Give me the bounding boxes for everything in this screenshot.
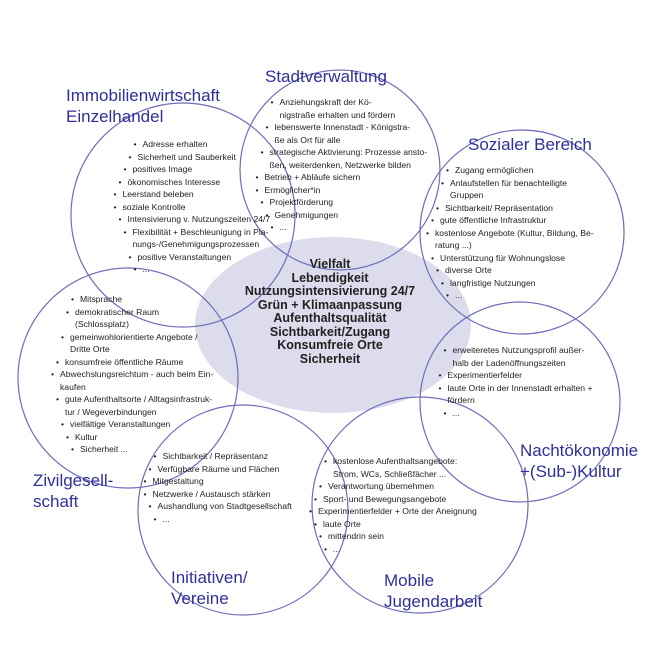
list-item: laute Orte in der Innenstadt erhalten + … bbox=[438, 382, 593, 407]
center-value: Vielfalt bbox=[309, 257, 351, 271]
center-value: Sicherheit bbox=[299, 351, 361, 366]
list-item: Zugang ermöglichen bbox=[445, 164, 594, 177]
circle-zivil bbox=[17, 267, 239, 489]
title-initiativen: Initiativen/ Vereine bbox=[171, 568, 248, 608]
center-value: Aufenthaltsqualität bbox=[273, 311, 387, 325]
list-item: Genehmigungen bbox=[265, 209, 428, 222]
list-item: Experimentierfelder + Orte der Aneignung bbox=[308, 505, 477, 518]
list-item: ökonomisches Interesse bbox=[118, 176, 271, 189]
title-sozial: Sozialer Bereich bbox=[468, 135, 592, 154]
list-item: Ermöglicher*in bbox=[255, 184, 428, 197]
list-item: demokratischer Raum (Schlossplatz) bbox=[65, 306, 213, 331]
list-item: Sichtbarkeit/ Repräsentation bbox=[435, 202, 594, 215]
center-value: Grün + Klimaanpassung bbox=[257, 297, 403, 312]
title-stadtverwaltung: Stadtverwaltung bbox=[265, 67, 387, 86]
title-nacht: Nachtökonomie +(Sub-)Kultur bbox=[520, 441, 639, 481]
list-stadtverwaltung: Anziehungskraft der Kö- nigstraße erhalt… bbox=[252, 96, 427, 234]
circle-nacht bbox=[419, 301, 621, 503]
list-item: konsumfreie öffentliche Räume bbox=[55, 356, 213, 369]
list-item: Anlaufstellen für benachteiligte Gruppen bbox=[440, 177, 594, 202]
list-item: Intensivierung v. Nutzungszeiten 24/7 bbox=[118, 213, 270, 226]
list-item: positives Image bbox=[123, 163, 271, 176]
list-item: Projektförderung bbox=[260, 196, 428, 209]
list-item: Anziehungskraft der Kö- nigstraße erhalt… bbox=[270, 96, 428, 121]
title-immobilien: Immobilienwirtschaft Einzelhandel bbox=[66, 86, 220, 126]
list-item: Mitsprache bbox=[70, 293, 213, 306]
list-item: gemeinwohlorientierte Angebote / Dritte … bbox=[60, 331, 213, 356]
list-item: Betrieb + Abläufe sichern bbox=[255, 171, 428, 184]
list-item: ... bbox=[270, 221, 428, 234]
center-value: Lebendigkeit bbox=[291, 270, 369, 285]
list-item: gute Aufenthaltsorte / Alltagsinfrastruk… bbox=[55, 393, 213, 418]
list-sozial: Zugang ermöglichenAnlaufstellen für bena… bbox=[425, 164, 594, 302]
list-nacht: erweiteretes Nutzungsprofil außer- halb … bbox=[435, 344, 593, 419]
list-item: ... bbox=[133, 263, 271, 276]
list-item: strategische Aktivierung: Prozesse ansto… bbox=[260, 146, 427, 171]
list-item: Verantwortung übernehmen bbox=[318, 480, 477, 493]
center-value: Sichtbarkeit/Zugang bbox=[269, 324, 391, 339]
list-zivil: Mitsprachedemokratischer Raum (Schlosspl… bbox=[50, 293, 213, 456]
center-value: Konsumfreie Orte bbox=[277, 338, 383, 352]
list-mobile: kostenlose Aufenthaltsangebote: Strom, W… bbox=[308, 455, 477, 555]
list-item: Kultur bbox=[65, 431, 213, 444]
list-item: diverse Orte bbox=[435, 264, 594, 277]
list-item: vielfältige Veranstaltungen bbox=[60, 418, 213, 431]
list-item: Sicherheit ... bbox=[70, 443, 213, 456]
center-value: Nutzungsintensivierung 24/7 bbox=[244, 284, 416, 298]
list-item: lebenswerte Innenstadt - Königstra- ße a… bbox=[265, 121, 428, 146]
list-item: ... bbox=[445, 289, 594, 302]
list-item: Leerstand beleben bbox=[113, 188, 271, 201]
list-item: Netzwerke / Austausch stärken bbox=[143, 488, 292, 501]
list-item: mittendrin sein bbox=[318, 530, 477, 543]
title-zivil: Zivilgesell- schaft bbox=[33, 471, 114, 511]
list-item: erweiteretes Nutzungsprofil außer- halb … bbox=[443, 344, 593, 369]
list-item: kostenlose Angebote (Kultur, Bildung, Be… bbox=[425, 227, 594, 252]
list-item: gute öffentliche Infrastruktur bbox=[430, 214, 594, 227]
list-item: soziale Kontrolle bbox=[113, 201, 271, 214]
list-initiativen: Sichtbarkeit / RepräsentanzVerfügbare Rä… bbox=[140, 450, 292, 525]
center-values: Vielfalt Lebendigkeit Nutzungsintensivie… bbox=[215, 257, 445, 366]
list-item: langfristige Nutzungen bbox=[440, 277, 594, 290]
list-item: Mitgestaltung bbox=[143, 475, 292, 488]
list-item: Unterstützung für Wohnungslose bbox=[430, 252, 594, 265]
list-item: Adresse erhalten bbox=[133, 138, 271, 151]
list-item: laute Orte bbox=[313, 518, 477, 531]
list-item: Flexibilität + Beschleunigung in Pla- nu… bbox=[123, 226, 271, 251]
list-item: Verfügbare Räume und Flächen bbox=[148, 463, 292, 476]
title-mobile: Mobile Jugendarbeit bbox=[384, 571, 483, 611]
list-immobilien: Adresse erhaltenSicherheit und Sauberkei… bbox=[110, 138, 270, 276]
list-item: kostenlose Aufenthaltsangebote: Strom, W… bbox=[323, 455, 477, 480]
list-item: ... bbox=[153, 513, 292, 526]
center-ellipse bbox=[195, 237, 471, 413]
list-item: Aushandlung von Stadtgesellschaft bbox=[148, 500, 292, 513]
list-item: positive Veranstaltungen bbox=[128, 251, 271, 264]
list-item: ... bbox=[443, 407, 593, 420]
list-item: Sicherheit und Sauberkeit bbox=[128, 151, 271, 164]
list-item: Sichtbarkeit / Repräsentanz bbox=[153, 450, 292, 463]
list-item: Experimentierfelder bbox=[438, 369, 593, 382]
list-item: ... bbox=[323, 543, 477, 556]
list-item: Abwechslungsreichtum - auch beim Ein- ka… bbox=[50, 368, 213, 393]
list-item: Sport- und Bewegungsangebote bbox=[313, 493, 477, 506]
